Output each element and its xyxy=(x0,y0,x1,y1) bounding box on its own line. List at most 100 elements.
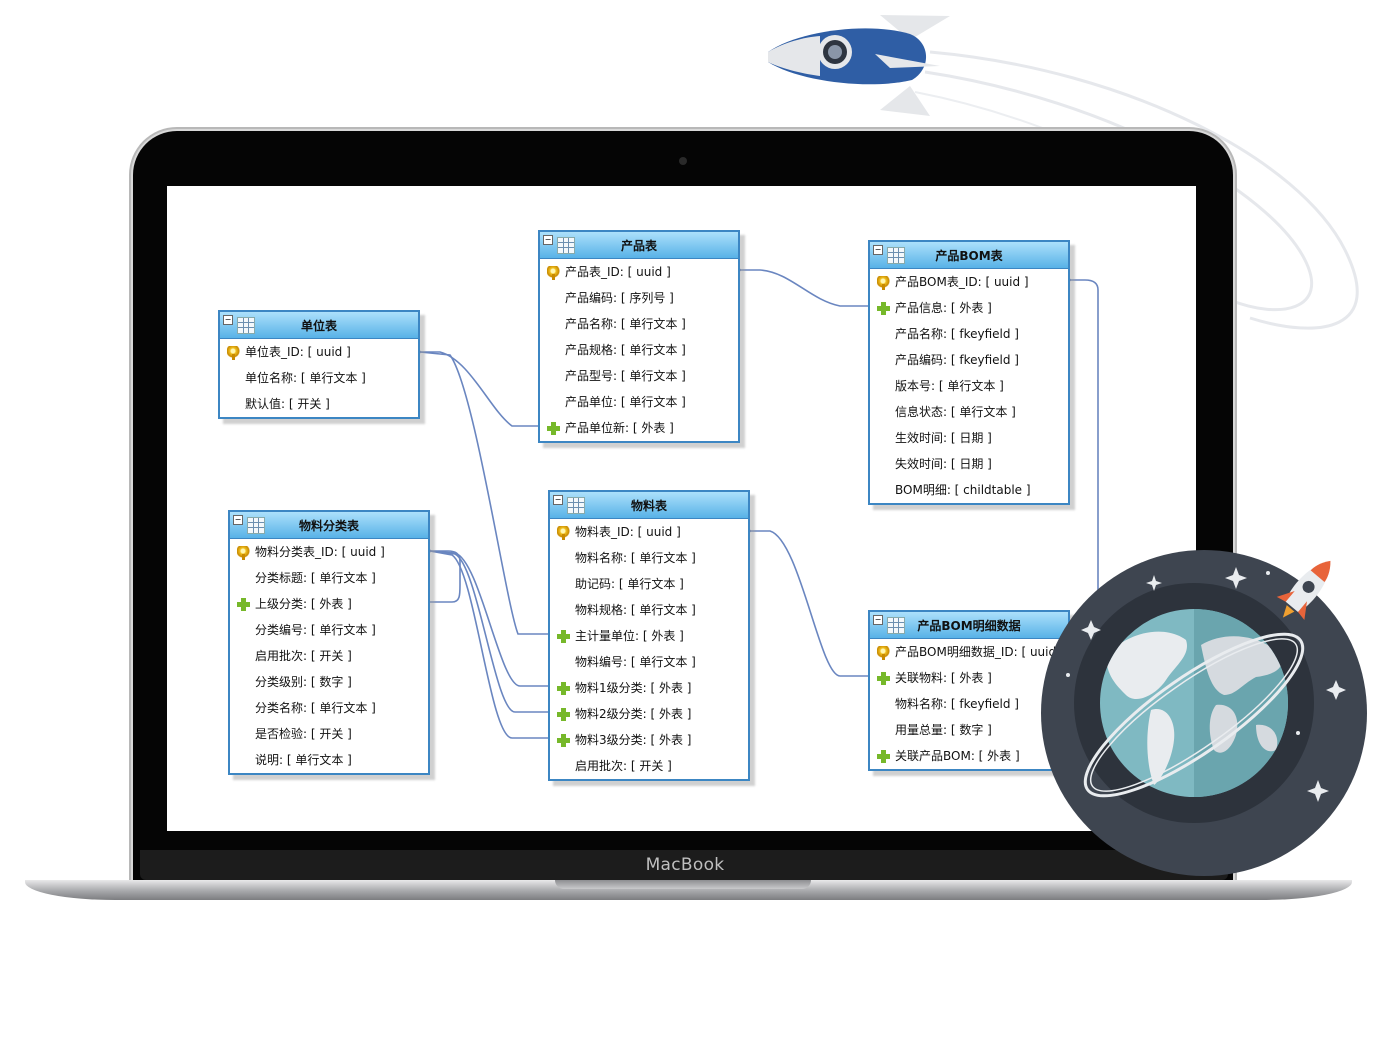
field-label: 产品规格: [ 单行文本 ] xyxy=(565,343,686,357)
link-bomdetail-material xyxy=(750,531,868,677)
field-row[interactable]: 关联物料: [ 外表 ] xyxy=(870,665,1068,691)
field-label: 生效时间: [ 日期 ] xyxy=(895,431,992,445)
field-row[interactable]: 物料名称: [ 单行文本 ] xyxy=(550,545,748,571)
field-row[interactable]: 产品信息: [ 外表 ] xyxy=(870,295,1068,321)
field-label: 版本号: [ 单行文本 ] xyxy=(895,379,1004,393)
field-row[interactable]: 物料表_ID: [ uuid ] xyxy=(550,519,748,545)
table-header[interactable]: −单位表 xyxy=(220,312,418,339)
field-label: 产品编码: [ 序列号 ] xyxy=(565,291,674,305)
field-row[interactable]: 产品BOM表_ID: [ uuid ] xyxy=(870,269,1068,295)
table-header[interactable]: − 物料分类表 xyxy=(230,512,428,539)
field-row[interactable]: 默认值: [ 开关 ] xyxy=(220,391,418,417)
field-row[interactable]: 物料名称: [ fkeyfield ] xyxy=(870,691,1068,717)
field-row[interactable]: 上级分类: [ 外表 ] xyxy=(230,591,428,617)
link-material-cat2 xyxy=(430,551,548,713)
field-row[interactable]: 产品型号: [ 单行文本 ] xyxy=(540,363,738,389)
field-row[interactable]: 单位名称: [ 单行文本 ] xyxy=(220,365,418,391)
key-icon xyxy=(227,346,240,360)
plus-icon xyxy=(557,682,570,695)
field-label: 上级分类: [ 外表 ] xyxy=(255,597,352,611)
table-product-bom[interactable]: −产品BOM表产品BOM表_ID: [ uuid ] 产品信息: [ 外表 ] 产品… xyxy=(868,240,1070,505)
field-label: 产品BOM明细数据_ID: [ uuid ] xyxy=(895,645,1065,659)
field-label: 关联产品BOM: [ 外表 ] xyxy=(895,749,1020,763)
field-row[interactable]: 物料2级分类: [ 外表 ] xyxy=(550,701,748,727)
field-row[interactable]: 单位表_ID: [ uuid ] xyxy=(220,339,418,365)
field-label: 产品名称: [ fkeyfield ] xyxy=(895,327,1019,341)
collapse-icon[interactable]: − xyxy=(543,235,553,245)
table-grid-icon xyxy=(247,517,265,534)
field-row[interactable]: 物料分类表_ID: [ uuid ] xyxy=(230,539,428,565)
field-label: 产品名称: [ 单行文本 ] xyxy=(565,317,686,331)
field-row[interactable]: 物料3级分类: [ 外表 ] xyxy=(550,727,748,753)
field-row[interactable]: 产品名称: [ fkeyfield ] xyxy=(870,321,1068,347)
table-header[interactable]: −产品表 xyxy=(540,232,738,259)
table-material[interactable]: −物料表物料表_ID: [ uuid ]物料名称: [ 单行文本 ]助记码: [… xyxy=(548,490,750,781)
field-row[interactable]: 启用批次: [ 开关 ] xyxy=(550,753,748,779)
field-label: 主计量单位: [ 外表 ] xyxy=(575,629,684,643)
link-material-unit xyxy=(420,352,548,635)
field-label: 失效时间: [ 日期 ] xyxy=(895,457,992,471)
field-row[interactable]: 产品BOM明细数据_ID: [ uuid ] xyxy=(870,639,1068,665)
field-row[interactable]: 分类级别: [ 数字 ] xyxy=(230,669,428,695)
field-label: 物料名称: [ fkeyfield ] xyxy=(895,697,1019,711)
field-row[interactable]: 关联产品BOM: [ 外表 ] xyxy=(870,743,1068,769)
field-row[interactable]: 信息状态: [ 单行文本 ] xyxy=(870,399,1068,425)
collapse-icon[interactable]: − xyxy=(873,615,883,625)
link-category-self xyxy=(429,551,461,603)
field-row[interactable]: 助记码: [ 单行文本 ] xyxy=(550,571,748,597)
key-icon xyxy=(237,546,250,560)
link-product-unit xyxy=(420,352,538,427)
field-label: 物料2级分类: [ 外表 ] xyxy=(575,707,692,721)
link-material-cat3 xyxy=(430,551,548,739)
field-row[interactable]: 分类编号: [ 单行文本 ] xyxy=(230,617,428,643)
key-icon xyxy=(557,526,570,540)
field-row[interactable]: 产品单位: [ 单行文本 ] xyxy=(540,389,738,415)
plus-icon xyxy=(547,422,560,435)
table-product[interactable]: −产品表产品表_ID: [ uuid ] 产品编码: [ 序列号 ] 产品名称: [… xyxy=(538,230,740,443)
table-material-category[interactable]: − 物料分类表物料分类表_ID: [ uuid ]分类标题: [ 单行文本 ] 上级… xyxy=(228,510,430,775)
field-row[interactable]: BOM明细: [ childtable ] xyxy=(870,477,1068,503)
field-label: 产品BOM表_ID: [ uuid ] xyxy=(895,275,1029,289)
table-header[interactable]: −产品BOM表 xyxy=(870,242,1068,269)
field-row[interactable]: 是否检验: [ 开关 ] xyxy=(230,721,428,747)
field-row[interactable]: 物料编号: [ 单行文本 ] xyxy=(550,649,748,675)
table-header[interactable]: −产品BOM明细数据 xyxy=(870,612,1068,639)
collapse-icon[interactable]: − xyxy=(233,515,243,525)
field-label: 产品型号: [ 单行文本 ] xyxy=(565,369,686,383)
field-label: 物料规格: [ 单行文本 ] xyxy=(575,603,696,617)
laptop-chin xyxy=(140,850,1228,880)
field-row[interactable]: 用量总量: [ 数字 ] xyxy=(870,717,1068,743)
field-row[interactable]: 分类名称: [ 单行文本 ] xyxy=(230,695,428,721)
field-row[interactable]: 产品名称: [ 单行文本 ] xyxy=(540,311,738,337)
table-header[interactable]: −物料表 xyxy=(550,492,748,519)
field-row[interactable]: 物料规格: [ 单行文本 ] xyxy=(550,597,748,623)
table-product-bom-detail[interactable]: −产品BOM明细数据产品BOM明细数据_ID: [ uuid ] 关联物料: [ … xyxy=(868,610,1070,771)
field-label: 用量总量: [ 数字 ] xyxy=(895,723,992,737)
field-row[interactable]: 产品编码: [ fkeyfield ] xyxy=(870,347,1068,373)
table-title: 物料分类表 xyxy=(298,519,359,533)
plus-icon xyxy=(557,630,570,643)
field-row[interactable]: 版本号: [ 单行文本 ] xyxy=(870,373,1068,399)
collapse-icon[interactable]: − xyxy=(553,495,563,505)
field-row[interactable]: 失效时间: [ 日期 ] xyxy=(870,451,1068,477)
field-row[interactable]: 产品单位新: [ 外表 ] xyxy=(540,415,738,441)
field-label: 分类名称: [ 单行文本 ] xyxy=(255,701,376,715)
field-row[interactable]: 说明: [ 单行文本 ] xyxy=(230,747,428,773)
field-row[interactable]: 启用批次: [ 开关 ] xyxy=(230,643,428,669)
table-unit[interactable]: −单位表单位表_ID: [ uuid ]单位名称: [ 单行文本 ]默认值: [… xyxy=(218,310,420,419)
field-row[interactable]: 产品规格: [ 单行文本 ] xyxy=(540,337,738,363)
field-row[interactable]: 主计量单位: [ 外表 ] xyxy=(550,623,748,649)
field-label: 产品单位: [ 单行文本 ] xyxy=(565,395,686,409)
field-row[interactable]: 产品编码: [ 序列号 ] xyxy=(540,285,738,311)
table-grid-icon xyxy=(887,617,905,634)
collapse-icon[interactable]: − xyxy=(873,245,883,255)
field-label: 信息状态: [ 单行文本 ] xyxy=(895,405,1016,419)
field-row[interactable]: 分类标题: [ 单行文本 ] xyxy=(230,565,428,591)
collapse-icon[interactable]: − xyxy=(223,315,233,325)
field-label: 分类级别: [ 数字 ] xyxy=(255,675,352,689)
laptop-notch xyxy=(555,880,811,889)
field-row[interactable]: 产品表_ID: [ uuid ] xyxy=(540,259,738,285)
key-icon xyxy=(547,266,560,280)
field-row[interactable]: 物料1级分类: [ 外表 ] xyxy=(550,675,748,701)
field-row[interactable]: 生效时间: [ 日期 ] xyxy=(870,425,1068,451)
